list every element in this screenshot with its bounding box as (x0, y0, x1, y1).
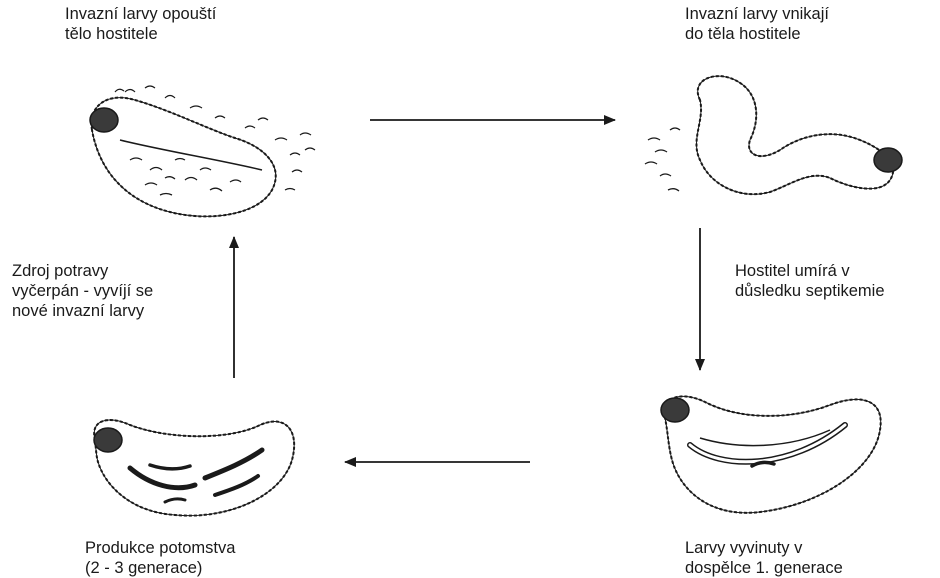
host-larva-offspring-icon (94, 420, 294, 516)
host-larva-emerging-icon (90, 86, 315, 216)
host-larva-infected-icon (645, 76, 902, 194)
host-larva-adults-icon (661, 396, 881, 512)
